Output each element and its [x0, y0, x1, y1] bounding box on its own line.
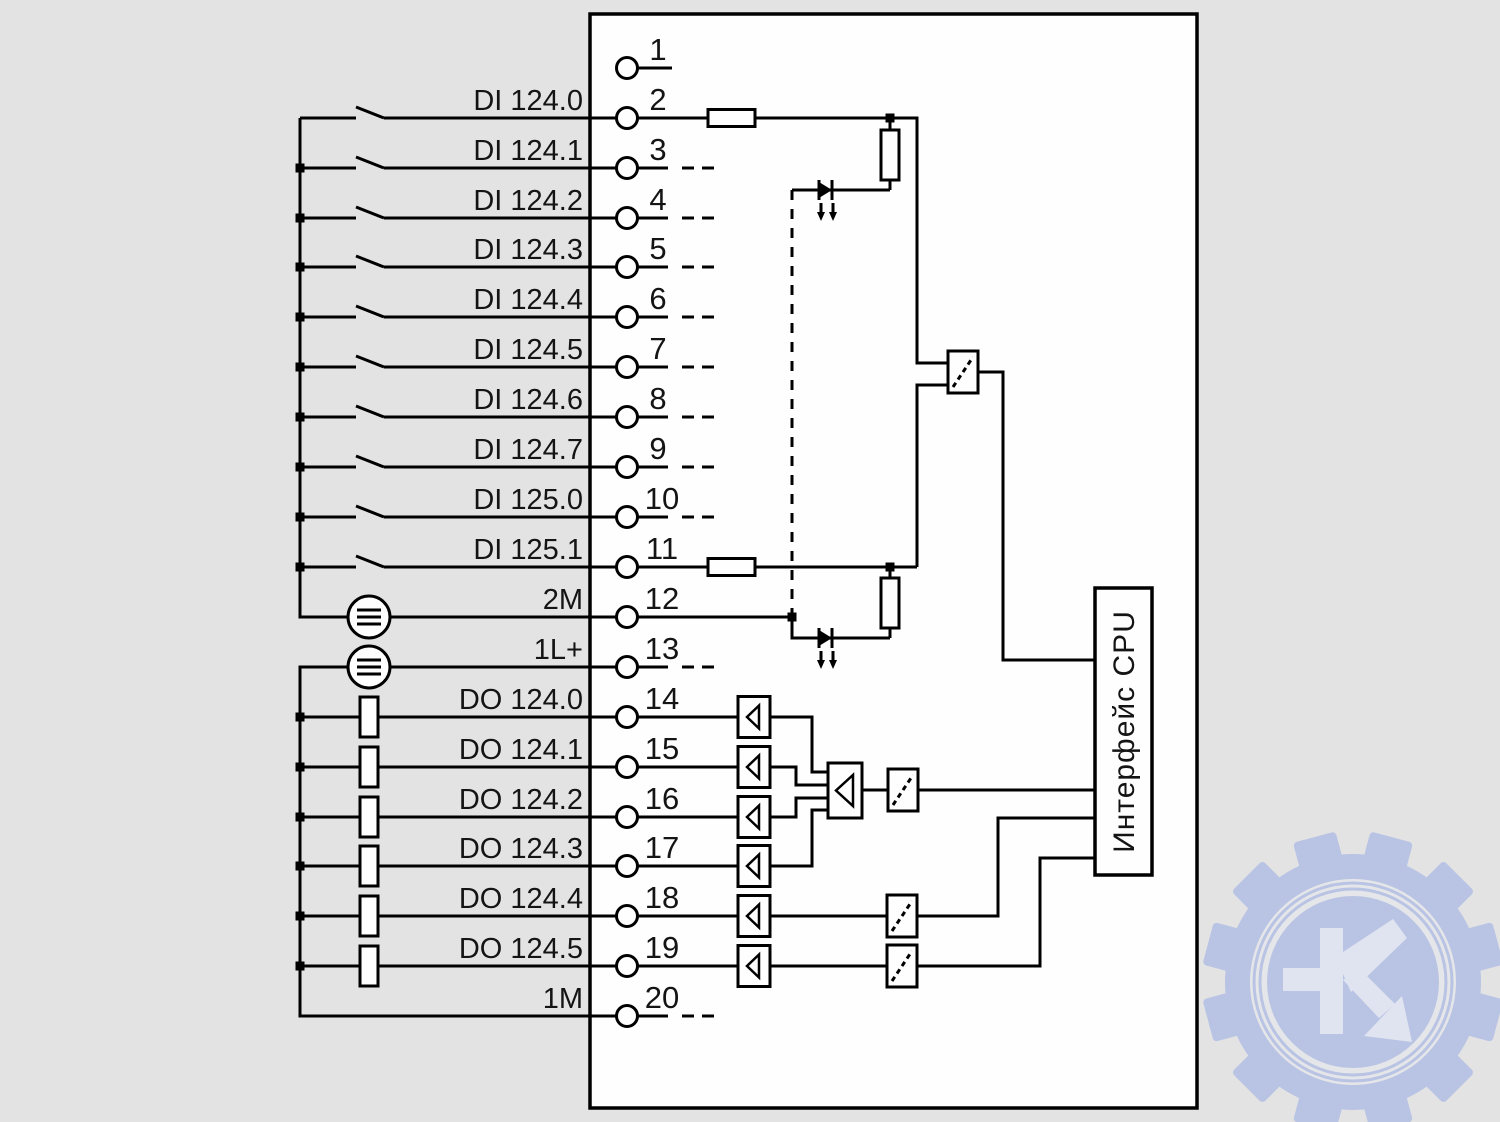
resistor-icon: [879, 576, 901, 630]
terminal-number: 14: [645, 681, 679, 716]
terminal-number: 7: [649, 331, 666, 366]
terminal-number: 4: [649, 182, 666, 217]
switch-contact-icon: [354, 155, 386, 170]
load-icon: [358, 695, 380, 739]
resistor-icon: [706, 557, 757, 577]
load-icons: [358, 695, 380, 988]
switch-contact-icon: [354, 454, 386, 469]
dc-source-icon: [346, 644, 392, 690]
signal-label: DO 124.0: [459, 684, 583, 716]
switch-contact-icon: [354, 554, 386, 569]
cpu-interface-label: Интерфейс CPU: [1108, 610, 1141, 853]
signal-labels: DI 124.0 DI 124.1 DI 124.2 DI 124.3 DI 1…: [459, 85, 583, 1015]
load-icon: [358, 745, 380, 789]
terminal-number: 16: [645, 781, 679, 816]
terminal-number: 15: [645, 731, 679, 766]
signal-label: DI 125.0: [473, 484, 583, 516]
switch-contact-icon: [354, 304, 386, 319]
load-icon: [358, 944, 380, 988]
driver-triangle-group-icon: [826, 761, 864, 820]
switch-contact-icon: [354, 205, 386, 220]
dc-source-icon: [346, 594, 392, 640]
watermark-gear-logo: [1203, 832, 1500, 1122]
signal-label: DO 124.3: [459, 833, 583, 865]
isolation-barrier-icon: [885, 943, 919, 989]
signal-label: 1M: [543, 983, 583, 1015]
load-icon: [358, 894, 380, 938]
driver-triangle-icon: [736, 844, 772, 888]
isolation-barrier-icon: [946, 349, 980, 395]
load-icon: [358, 844, 380, 888]
switch-contact-icon: [354, 404, 386, 419]
terminal-number: 6: [649, 281, 666, 316]
load-icon: [358, 795, 380, 839]
signal-label: DI 124.6: [473, 384, 583, 416]
terminal-number: 11: [646, 531, 678, 566]
driver-triangle-icon: [736, 944, 772, 988]
terminal-number: 17: [645, 830, 679, 865]
terminal-numbers: 1 2 3 4 5 6 7 8 9 10 11 12 13 14 15 16 1…: [645, 32, 679, 1015]
terminal-number: 20: [645, 980, 679, 1015]
wires: [298, 66, 1095, 1018]
terminal-number: 13: [645, 631, 679, 666]
terminal-number: 10: [645, 481, 679, 516]
signal-label: DI 124.7: [473, 434, 583, 466]
resistor-icon: [879, 128, 901, 182]
terminal-number: 3: [649, 132, 666, 167]
terminal-number: 12: [645, 581, 679, 616]
driver-triangle-icon: [736, 695, 772, 739]
terminal-number: 2: [649, 82, 666, 117]
signal-label: DI 125.1: [473, 534, 583, 566]
cpu-interface-box: Интерфейс CPU: [1093, 586, 1154, 877]
switch-contact-icon: [354, 354, 386, 369]
driver-triangle-icon: [736, 795, 772, 839]
signal-label: DI 124.3: [473, 234, 583, 266]
signal-label: DI 124.0: [473, 85, 583, 117]
isolation-barrier-icon: [886, 767, 920, 813]
switch-contact-icons: [354, 105, 386, 569]
switch-contact-icon: [354, 504, 386, 519]
isolation-barrier-icon: [885, 893, 919, 939]
signal-label: DI 124.5: [473, 334, 583, 366]
signal-label: 1L+: [534, 634, 583, 666]
signal-label: DI 124.4: [473, 284, 583, 316]
signal-label: DI 124.1: [473, 135, 583, 167]
terminal-number: 8: [649, 381, 666, 416]
terminal-number: 5: [649, 231, 666, 266]
signal-label: DI 124.2: [473, 185, 583, 217]
terminal-number: 9: [649, 431, 666, 466]
signal-label: DO 124.1: [459, 734, 583, 766]
terminal-number: 19: [645, 930, 679, 965]
terminal-number: 18: [645, 880, 679, 915]
resistor-icon: [706, 108, 757, 128]
terminal-number: 1: [649, 32, 666, 67]
signal-label: 2M: [543, 584, 583, 616]
signal-label: DO 124.4: [459, 883, 583, 915]
driver-triangle-icon: [736, 745, 772, 789]
switch-contact-icon: [354, 254, 386, 269]
driver-triangle-icon: [736, 894, 772, 938]
signal-label: DO 124.5: [459, 933, 583, 965]
watermark-k-arrow-icon: [1283, 919, 1412, 1042]
switch-contact-icon: [354, 105, 386, 120]
signal-label: DO 124.2: [459, 784, 583, 816]
